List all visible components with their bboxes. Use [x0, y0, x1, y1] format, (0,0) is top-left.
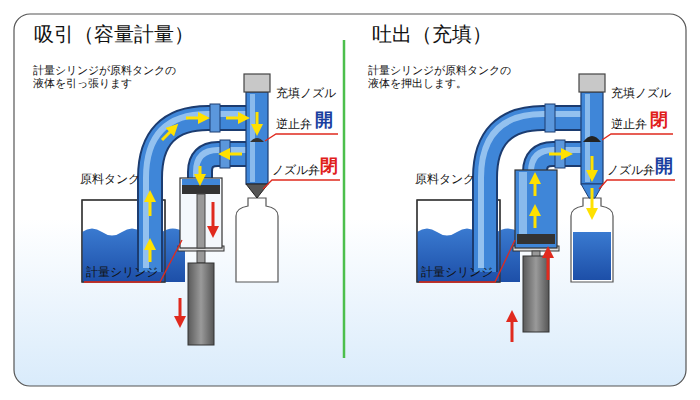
valve-state: 閉 [650, 109, 668, 131]
panel-title: 吸引（容量計量） [34, 22, 194, 46]
valve-label: 逆止弁 [276, 117, 312, 131]
valve-label: ノズル弁 [272, 163, 320, 177]
suction-illustration [82, 74, 340, 345]
part-label: 計量シリンジ [421, 265, 493, 279]
part-label: 計量シリンジ [86, 265, 158, 279]
valve-state: 開 [655, 155, 673, 177]
part-label: 充填ノズル [276, 86, 336, 100]
part-label: 充填ノズル [611, 86, 671, 100]
panel-title: 吐出（充填） [372, 22, 492, 46]
valve-state: 開 [315, 109, 333, 131]
valve-state: 閉 [320, 155, 338, 177]
part-label: 原料タンク [415, 172, 475, 186]
panel-subtitle: 計量シリンジが原料タンクの 液体を引っ張ります [33, 64, 183, 90]
part-label: 原料タンク [80, 172, 140, 186]
valve-label: ノズル弁 [607, 163, 655, 177]
valve-label: 逆止弁 [611, 117, 647, 131]
panel-subtitle: 計量シリンジが原料タンクの 液体を押出します。 [368, 64, 518, 90]
discharge-illustration [417, 74, 675, 342]
